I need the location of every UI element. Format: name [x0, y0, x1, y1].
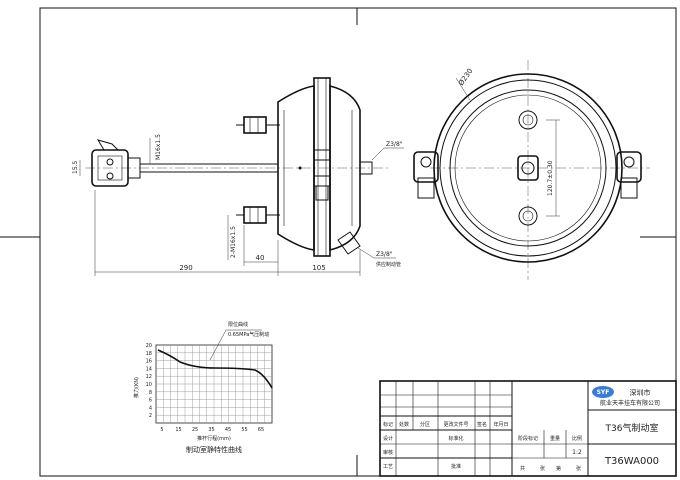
y-tick-label: 16 — [146, 359, 152, 365]
dim-290: 290 — [179, 264, 192, 272]
side-view: 120.7±0.30 Ø230 — [413, 60, 650, 280]
tb-stage: 阶段标记 — [518, 435, 538, 442]
x-tick-label: 55 — [241, 427, 247, 433]
x-tick-label: 15 — [175, 427, 181, 433]
tb-sheets: 张 — [540, 465, 545, 472]
port-label-bottom: Z3/8" — [376, 251, 393, 258]
tb-mark: 标记 — [383, 421, 393, 428]
stud-hole-top — [518, 110, 538, 130]
tb-count: 处数 — [399, 421, 409, 428]
x-tick-label: 5 — [160, 427, 163, 433]
curve-line — [157, 349, 273, 389]
y-tick-label: 4 — [149, 405, 152, 411]
tb-no: 第 — [556, 465, 561, 472]
company-name-2: 航业天丰挂车有限公司 — [600, 399, 660, 407]
tb-process: 工艺 — [383, 464, 393, 470]
x-axis-label: 推杆行程(mm) — [197, 435, 231, 442]
tb-zone: 分区 — [420, 421, 430, 428]
dim-15-5: 15.5 — [72, 160, 79, 174]
dim-40: 40 — [256, 254, 265, 262]
y-tick-label: 6 — [149, 398, 152, 404]
y-tick-label: 18 — [146, 351, 152, 357]
x-tick-label: 65 — [258, 427, 264, 433]
curve-caption: 制动室静特性曲线 — [186, 445, 242, 454]
company-name-1: 深圳市 — [630, 388, 651, 397]
tb-total: 共 — [520, 465, 525, 472]
x-tick-label: 35 — [208, 427, 214, 433]
tb-sheet: 张 — [576, 465, 581, 472]
characteristic-curve: 限位曲线 0.65MPa气压制动 推力(KN) 推杆行程(mm) 制动室静特性曲… — [133, 321, 273, 454]
dim-105: 105 — [312, 264, 325, 272]
clamp-ear-left — [413, 151, 439, 183]
dim-120-7: 120.7±0.30 — [547, 160, 554, 196]
outer-ring — [433, 73, 623, 263]
tb-design: 设计 — [383, 435, 393, 442]
curve-legend-value: 0.65MPa气压制动 — [228, 331, 269, 338]
title-block: 标记 处数 分区 更改文件号 签名 年月日 设计 标准化 审核 工艺 批准 阶段… — [379, 380, 677, 477]
part-number: T36WA000 — [604, 456, 659, 467]
tb-scale-label: 比例 — [572, 435, 582, 442]
front-view: 290 40 105 15.5 M16x1.5 2-M16x1.5 Z3/8" … — [72, 77, 404, 276]
logo-text: SYF — [597, 389, 610, 396]
port-rear — [359, 161, 373, 175]
port-note: 供应制动管 — [376, 261, 401, 268]
clamp-ear-right — [616, 151, 642, 183]
y-tick-label: 14 — [146, 366, 152, 372]
tb-change-doc: 更改文件号 — [443, 421, 468, 428]
lower-bolt-nut — [243, 206, 267, 224]
port-lower — [337, 231, 361, 255]
curve-grid — [156, 345, 272, 423]
x-tick-label: 45 — [225, 427, 231, 433]
y-tick-label: 20 — [146, 343, 152, 349]
curve-legend-title: 限位曲线 — [228, 321, 248, 328]
tb-date: 年月日 — [493, 421, 508, 428]
dim-m16: M16x1.5 — [155, 134, 162, 160]
center-hub — [517, 155, 539, 181]
dim-diameter: Ø230 — [457, 67, 474, 87]
stud-hole-bottom — [518, 206, 538, 226]
tb-weight: 重量 — [550, 435, 560, 442]
company-logo — [592, 386, 614, 398]
drawing-frame — [39, 7, 677, 477]
x-tick-label: 25 — [192, 427, 198, 433]
y-tick-label: 10 — [146, 382, 152, 388]
upper-bolt-nut — [243, 116, 267, 134]
clamp-ring — [313, 77, 331, 257]
tb-signature: 签名 — [477, 421, 487, 428]
y-axis-label: 推力(KN) — [133, 377, 140, 398]
part-name: T36气制动室 — [605, 422, 659, 434]
y-tick-label: 2 — [149, 413, 152, 419]
chamber-front-body — [329, 84, 361, 252]
y-tick-label: 12 — [146, 374, 152, 380]
tb-approve: 批准 — [451, 463, 461, 470]
tb-standard: 标准化 — [448, 435, 463, 442]
y-tick-label: 8 — [149, 390, 152, 396]
x-tick-labels: 5 15 25 35 45 55 65 — [160, 427, 264, 433]
tb-scale: 1:2 — [572, 449, 582, 456]
dim-2-m16: 2-M16x1.5 — [230, 226, 237, 258]
port-label-top: Z3/8" — [386, 141, 403, 148]
tb-review: 审核 — [383, 449, 393, 456]
